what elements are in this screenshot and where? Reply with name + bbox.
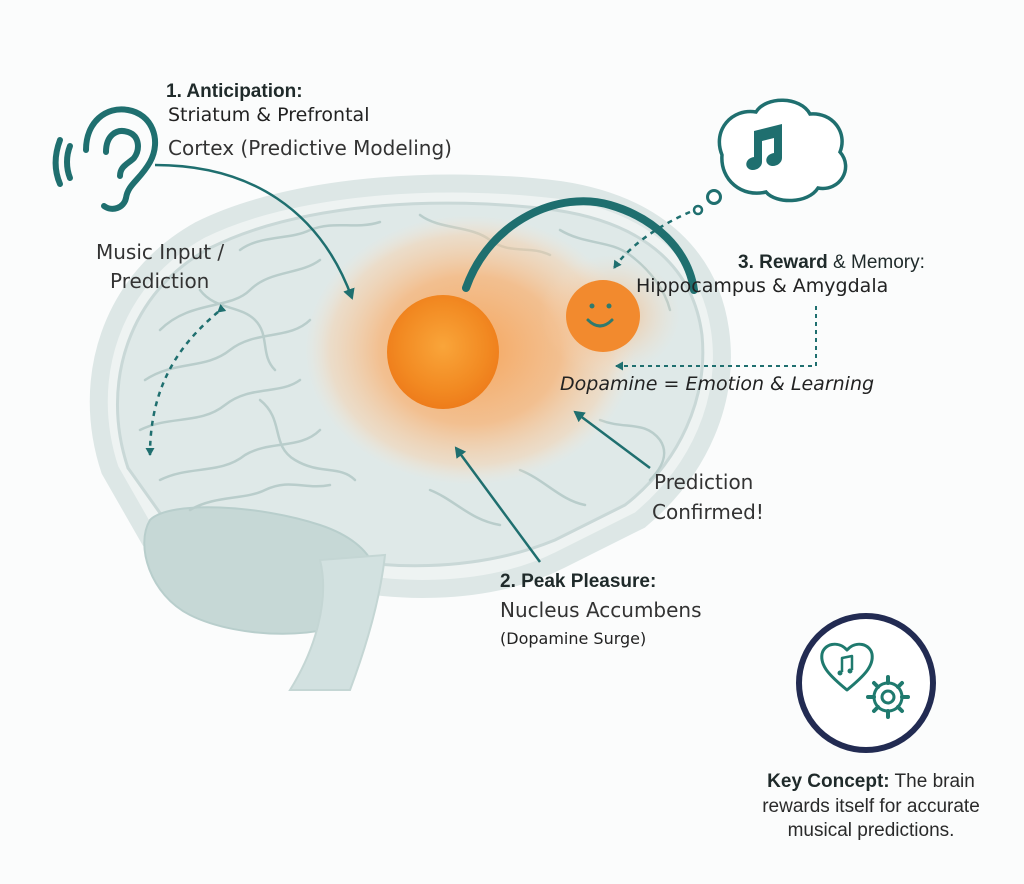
anticipation-arrow [154,163,355,300]
prediction-confirmed-arrow [573,410,651,470]
ear-icon [52,106,158,212]
peak-pleasure-title: 2. Peak Pleasure: [500,571,657,592]
dopamine-link-arrow [615,306,817,371]
brain-stem [288,553,387,691]
nucleus-accumbens-core [387,295,499,409]
prediction-confirmed-line1: Prediction [654,470,754,494]
peak-pleasure-line1: Nucleus Accumbens [500,598,702,622]
dopamine-caption: Dopamine = Emotion & Learning [560,373,875,395]
music-input-arrow [145,304,227,456]
key-concept-text: Key Concept: The brain rewards itself fo… [740,770,1002,844]
reward-title: 3. Reward & Memory: [738,251,925,275]
smiley-icon [586,303,614,328]
music-note-icon [746,124,782,171]
reward-subtitle: Hippocampus & Amygdala [636,275,889,297]
anticipation-title: 1. Anticipation: [166,81,303,102]
peak-pleasure-line2: (Dopamine Surge) [500,629,647,648]
hippocampus-amygdala [566,280,640,352]
thought-cloud [692,98,848,216]
music-input-line1: Music Input / [96,240,225,264]
key-concept-line1: Key Concept: The brain [740,770,1002,795]
heart-music-icon [820,642,874,692]
key-concept-line2: rewards itself for accurate [762,795,980,817]
key-concept-badge [796,613,936,753]
key-concept-text1: The brain [889,771,975,792]
peak-pleasure-arrow [454,446,542,563]
prediction-confirmed-line2: Confirmed! [652,500,764,524]
reward-title-main: 3. Reward [738,252,828,273]
anticipation-line1: Striatum & Prefrontal [168,104,370,126]
reward-arc [462,197,698,294]
reward-title-rest: & Memory: [827,252,925,273]
key-concept-line3: musical predictions. [787,820,955,842]
music-input-line2: Prediction [110,269,210,293]
key-concept-label: Key Concept: [767,771,890,792]
gear-icon [866,675,910,719]
anticipation-line2: Cortex (Predictive Modeling) [168,136,452,160]
